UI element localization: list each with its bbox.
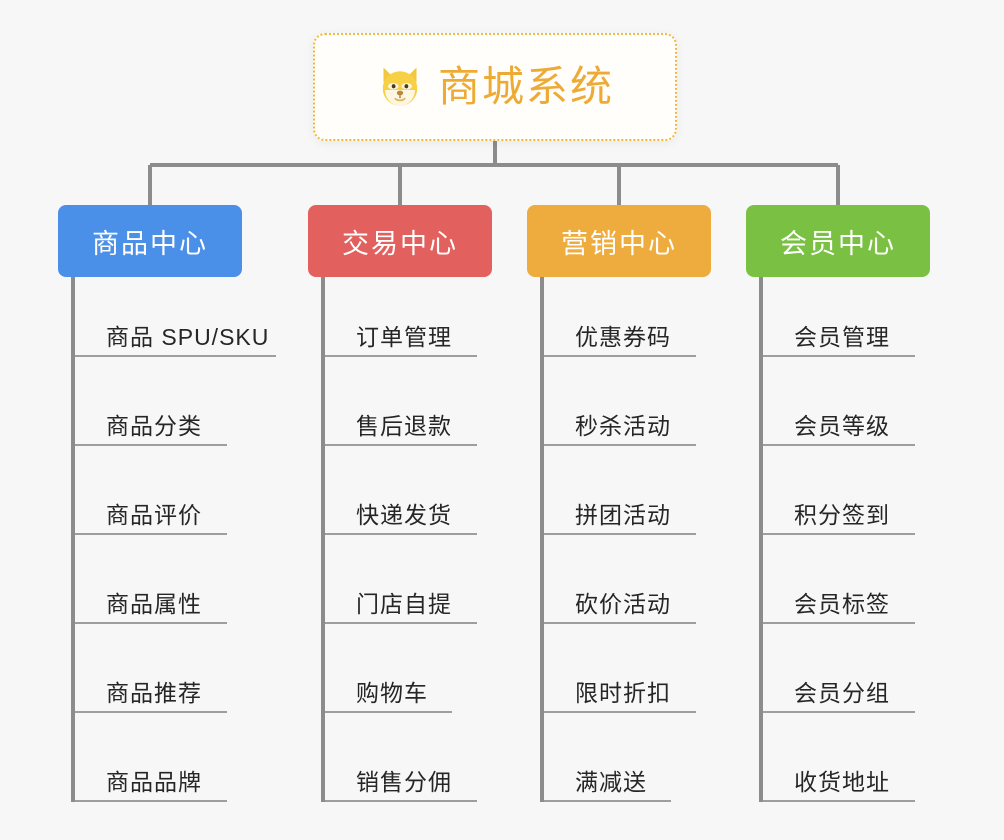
leaf-item[interactable]: 秒杀活动 <box>541 400 696 446</box>
leaf-item[interactable]: 门店自提 <box>322 578 477 624</box>
leaf-item[interactable]: 售后退款 <box>322 400 477 446</box>
leaf-label: 收货地址 <box>794 769 890 795</box>
category-node-trade-center[interactable]: 交易中心 <box>308 205 492 277</box>
leaf-item[interactable]: 优惠券码 <box>541 311 696 357</box>
category-node-product-center[interactable]: 商品中心 <box>58 205 242 277</box>
leaf-item[interactable]: 商品属性 <box>72 578 227 624</box>
category-label: 商品中心 <box>92 228 208 259</box>
leaf-item[interactable]: 商品 SPU/SKU <box>72 311 276 357</box>
leaf-item[interactable]: 商品品牌 <box>72 756 227 802</box>
leaf-item[interactable]: 商品推荐 <box>72 667 227 713</box>
leaf-item[interactable]: 会员标签 <box>760 578 915 624</box>
leaf-label: 会员标签 <box>794 591 890 617</box>
root-node[interactable]: 商城系统 <box>313 33 677 141</box>
leaf-item[interactable]: 收货地址 <box>760 756 915 802</box>
leaf-label: 商品 SPU/SKU <box>106 324 270 350</box>
leaf-item[interactable]: 订单管理 <box>322 311 477 357</box>
root-title: 商城系统 <box>437 63 614 110</box>
leaf-label: 会员等级 <box>794 413 890 439</box>
leaf-item[interactable]: 砍价活动 <box>541 578 696 624</box>
category-label: 会员中心 <box>780 228 896 259</box>
leaf-label: 限时折扣 <box>575 680 671 706</box>
leaf-item[interactable]: 会员等级 <box>760 400 915 446</box>
leaf-label: 商品品牌 <box>106 769 202 795</box>
leaf-label: 会员管理 <box>794 324 890 350</box>
leaf-item[interactable]: 拼团活动 <box>541 489 696 535</box>
leaf-item[interactable]: 满减送 <box>541 756 671 802</box>
category-node-member-center[interactable]: 会员中心 <box>746 205 930 277</box>
leaf-item[interactable]: 快递发货 <box>322 489 477 535</box>
leaf-item[interactable]: 会员管理 <box>760 311 915 357</box>
leaf-label: 秒杀活动 <box>575 413 671 439</box>
leaf-label: 商品属性 <box>106 591 202 617</box>
leaf-item[interactable]: 商品评价 <box>72 489 227 535</box>
leaf-item[interactable]: 销售分佣 <box>322 756 477 802</box>
leaf-label: 砍价活动 <box>575 591 671 617</box>
leaf-label: 满减送 <box>575 769 647 795</box>
leaf-label: 购物车 <box>356 680 428 706</box>
category-label: 营销中心 <box>561 228 677 259</box>
leaf-item[interactable]: 商品分类 <box>72 400 227 446</box>
leaf-item[interactable]: 购物车 <box>322 667 452 713</box>
leaf-item[interactable]: 限时折扣 <box>541 667 696 713</box>
category-label: 交易中心 <box>342 228 458 259</box>
leaf-label: 商品分类 <box>106 413 202 439</box>
leaf-item[interactable]: 会员分组 <box>760 667 915 713</box>
leaf-label: 售后退款 <box>356 413 452 439</box>
leaf-label: 优惠券码 <box>575 324 671 350</box>
leaf-label: 拼团活动 <box>575 502 671 528</box>
leaf-label: 订单管理 <box>356 324 452 350</box>
leaf-label: 积分签到 <box>794 502 890 528</box>
category-node-marketing-center[interactable]: 营销中心 <box>527 205 711 277</box>
leaf-label: 快递发货 <box>356 502 452 528</box>
leaf-label: 销售分佣 <box>356 769 452 795</box>
shiba-dog-icon <box>382 67 418 108</box>
leaf-label: 门店自提 <box>356 591 452 617</box>
leaf-label: 商品评价 <box>106 502 202 528</box>
leaf-label: 会员分组 <box>794 680 890 706</box>
leaf-item[interactable]: 积分签到 <box>760 489 915 535</box>
leaf-label: 商品推荐 <box>106 680 202 706</box>
